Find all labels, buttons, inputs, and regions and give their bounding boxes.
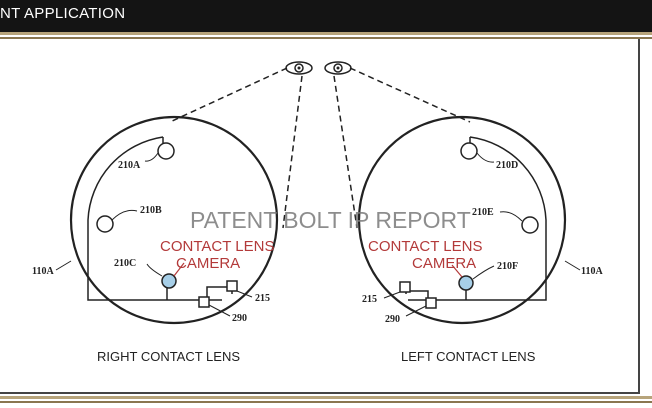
label-215-left: 215 xyxy=(362,294,377,305)
label-290-right: 290 xyxy=(232,313,247,324)
caption-right-lens: RIGHT CONTACT LENS xyxy=(97,349,240,364)
caption-left-lens: LEFT CONTACT LENS xyxy=(401,349,536,364)
sensor-210b xyxy=(96,215,114,233)
circuit-215-right xyxy=(226,280,238,292)
label-210a: 210A xyxy=(118,160,141,171)
label-110a-left: 110A xyxy=(581,266,603,277)
right-contact-lens xyxy=(55,115,279,325)
label-215-right: 215 xyxy=(255,293,270,304)
label-210e: 210E xyxy=(472,207,494,218)
diagram-frame xyxy=(0,39,640,394)
label-110a-right: 110A xyxy=(32,266,54,277)
label-210f: 210F xyxy=(497,261,518,272)
camera-label-left-line1: CONTACT LENS xyxy=(368,238,482,255)
header-stripe-gold xyxy=(0,32,652,35)
camera-label-right-line2: CAMERA xyxy=(176,255,240,272)
sensor-210e xyxy=(521,216,539,234)
camera-label-left-line2: CAMERA xyxy=(412,255,476,272)
label-290-left: 290 xyxy=(385,314,400,325)
left-contact-lens xyxy=(357,115,581,325)
header-stripe-dark xyxy=(0,37,652,39)
footer-stripe-gold xyxy=(0,396,652,399)
label-210c: 210C xyxy=(114,258,136,269)
camera-label-right-line1: CONTACT LENS xyxy=(160,238,274,255)
left-eye-icon xyxy=(324,61,352,75)
sensor-210d xyxy=(460,142,478,160)
label-210d: 210D xyxy=(496,160,518,171)
watermark-text: PATENT BOLT IP REPORT xyxy=(190,207,471,233)
controller-290-right xyxy=(198,296,210,308)
controller-290-left xyxy=(425,297,437,309)
footer-stripe-dark xyxy=(0,401,652,403)
label-210b: 210B xyxy=(140,205,162,216)
right-eye-icon xyxy=(285,61,313,75)
contact-lens-camera-right xyxy=(161,273,177,289)
circuit-215-left xyxy=(399,281,411,293)
header-bar: NT APPLICATION xyxy=(0,0,652,32)
header-stripe-white xyxy=(0,35,652,37)
sensor-210a xyxy=(157,142,175,160)
contact-lens-camera-left xyxy=(458,275,474,291)
projection-lines xyxy=(169,67,471,229)
header-title: NT APPLICATION xyxy=(0,5,126,22)
